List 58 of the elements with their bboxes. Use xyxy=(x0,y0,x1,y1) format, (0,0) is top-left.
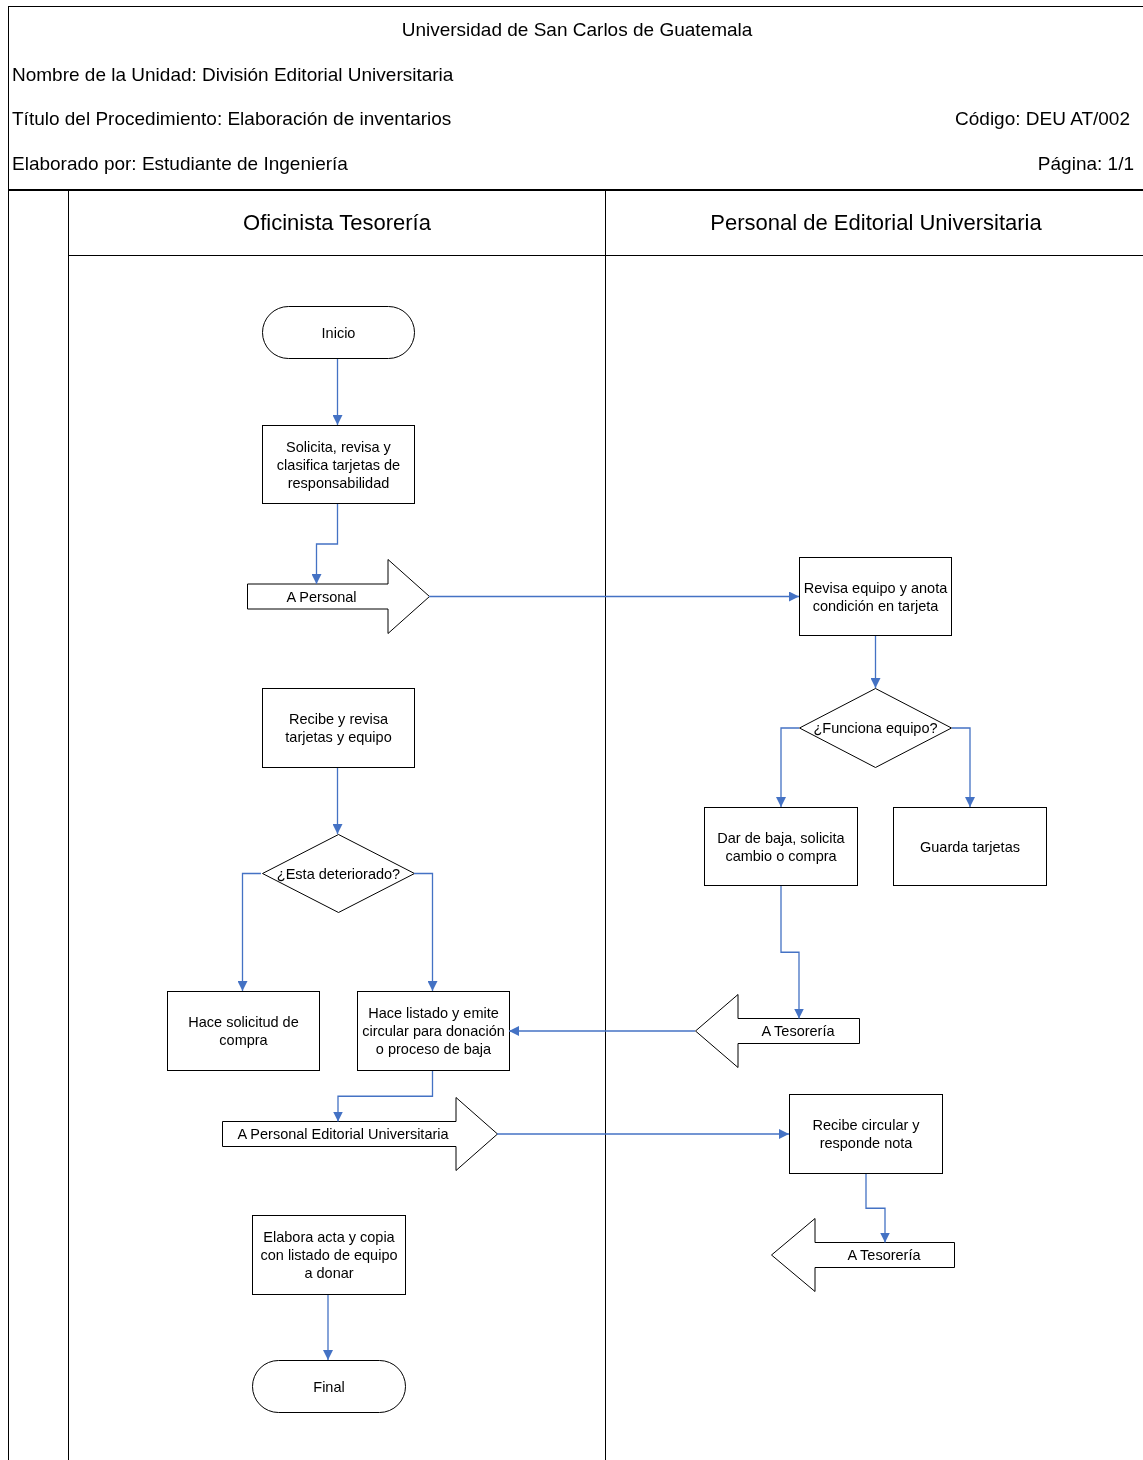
step-label: Hace solicitud de compra xyxy=(187,1013,300,1049)
header-text: Código: DEU AT/002 xyxy=(955,108,1130,130)
header-text: Título del Procedimiento: Elaboración de inventarios xyxy=(12,108,452,130)
step-label: A Tesorería xyxy=(761,1022,835,1040)
off-page-arrow-shape xyxy=(222,1097,498,1171)
header-text: Página: 1/1 xyxy=(1037,153,1134,175)
step-label: Elabora acta y copia con listado de equipo a donar xyxy=(259,1228,399,1282)
step-label: A Personal Editorial Universitaria xyxy=(237,1125,449,1143)
process-box xyxy=(252,1215,406,1295)
connector-arrow xyxy=(870,635,881,689)
lane-title: Personal de Editorial Universitaria xyxy=(710,209,1042,236)
connector-arrow xyxy=(237,872,262,992)
process-box xyxy=(893,807,1047,886)
swimlane xyxy=(68,190,606,1460)
connector-arrow xyxy=(332,767,343,835)
connector-arrow xyxy=(413,872,438,992)
step-label: Recibe circular y responde nota xyxy=(811,1116,921,1152)
step-label: Final xyxy=(313,1377,345,1396)
lane-title: Oficinista Tesorería xyxy=(243,209,431,236)
connector-arrow xyxy=(332,358,343,426)
connector-arrow xyxy=(951,727,975,808)
connector-arrow xyxy=(323,1294,333,1361)
connector-arrow xyxy=(776,727,800,808)
step-label: A Personal xyxy=(286,587,357,606)
process-box xyxy=(704,807,858,886)
process-box xyxy=(789,1094,943,1174)
off-page-arrow-shape xyxy=(247,559,430,634)
process-box xyxy=(357,991,510,1071)
step-label: Inicio xyxy=(321,323,356,342)
terminator-shape xyxy=(252,1360,406,1413)
step-label: Guarda tarjetas xyxy=(920,837,1020,856)
connector-arrow xyxy=(311,503,339,585)
step-label: ¿Esta deteriorado? xyxy=(276,864,401,883)
header-text: Universidad de San Carlos de Guatemala xyxy=(401,19,753,41)
process-box xyxy=(262,688,415,768)
decision-diamond xyxy=(799,688,952,768)
connector-arrow xyxy=(508,1026,696,1036)
connector-arrow xyxy=(865,1173,890,1244)
off-page-arrow-shape xyxy=(771,1218,955,1292)
process-box xyxy=(167,991,320,1071)
process-box xyxy=(799,557,952,636)
decision-diamond xyxy=(262,834,415,913)
connector-arrow xyxy=(780,885,804,1020)
header-text: Nombre de la Unidad: División Editorial Universitaria xyxy=(12,64,454,86)
step-label: A Tesorería xyxy=(847,1246,921,1264)
off-page-arrow-shape xyxy=(695,994,860,1068)
connector-arrow xyxy=(428,591,800,602)
step-label: ¿Funciona equipo? xyxy=(813,719,938,737)
step-label: Recibe y revisa tarjetas y equipo xyxy=(284,710,393,746)
step-label: Revisa equipo y anota condición en tarjeta xyxy=(802,578,949,615)
process-box xyxy=(262,425,415,504)
step-label: Dar de baja, solicita cambio o compra xyxy=(716,828,846,865)
step-label: Hace listado y emite circular para donación o proceso de baja xyxy=(361,1004,506,1058)
step-label: Solicita, revisa y clasifica tarjetas de responsabilidad xyxy=(275,437,402,492)
header-text: Elaborado por: Estudiante de Ingeniería xyxy=(12,153,348,175)
connector-arrow xyxy=(496,1129,790,1139)
terminator-shape xyxy=(262,306,415,359)
connector-arrow xyxy=(333,1070,434,1123)
